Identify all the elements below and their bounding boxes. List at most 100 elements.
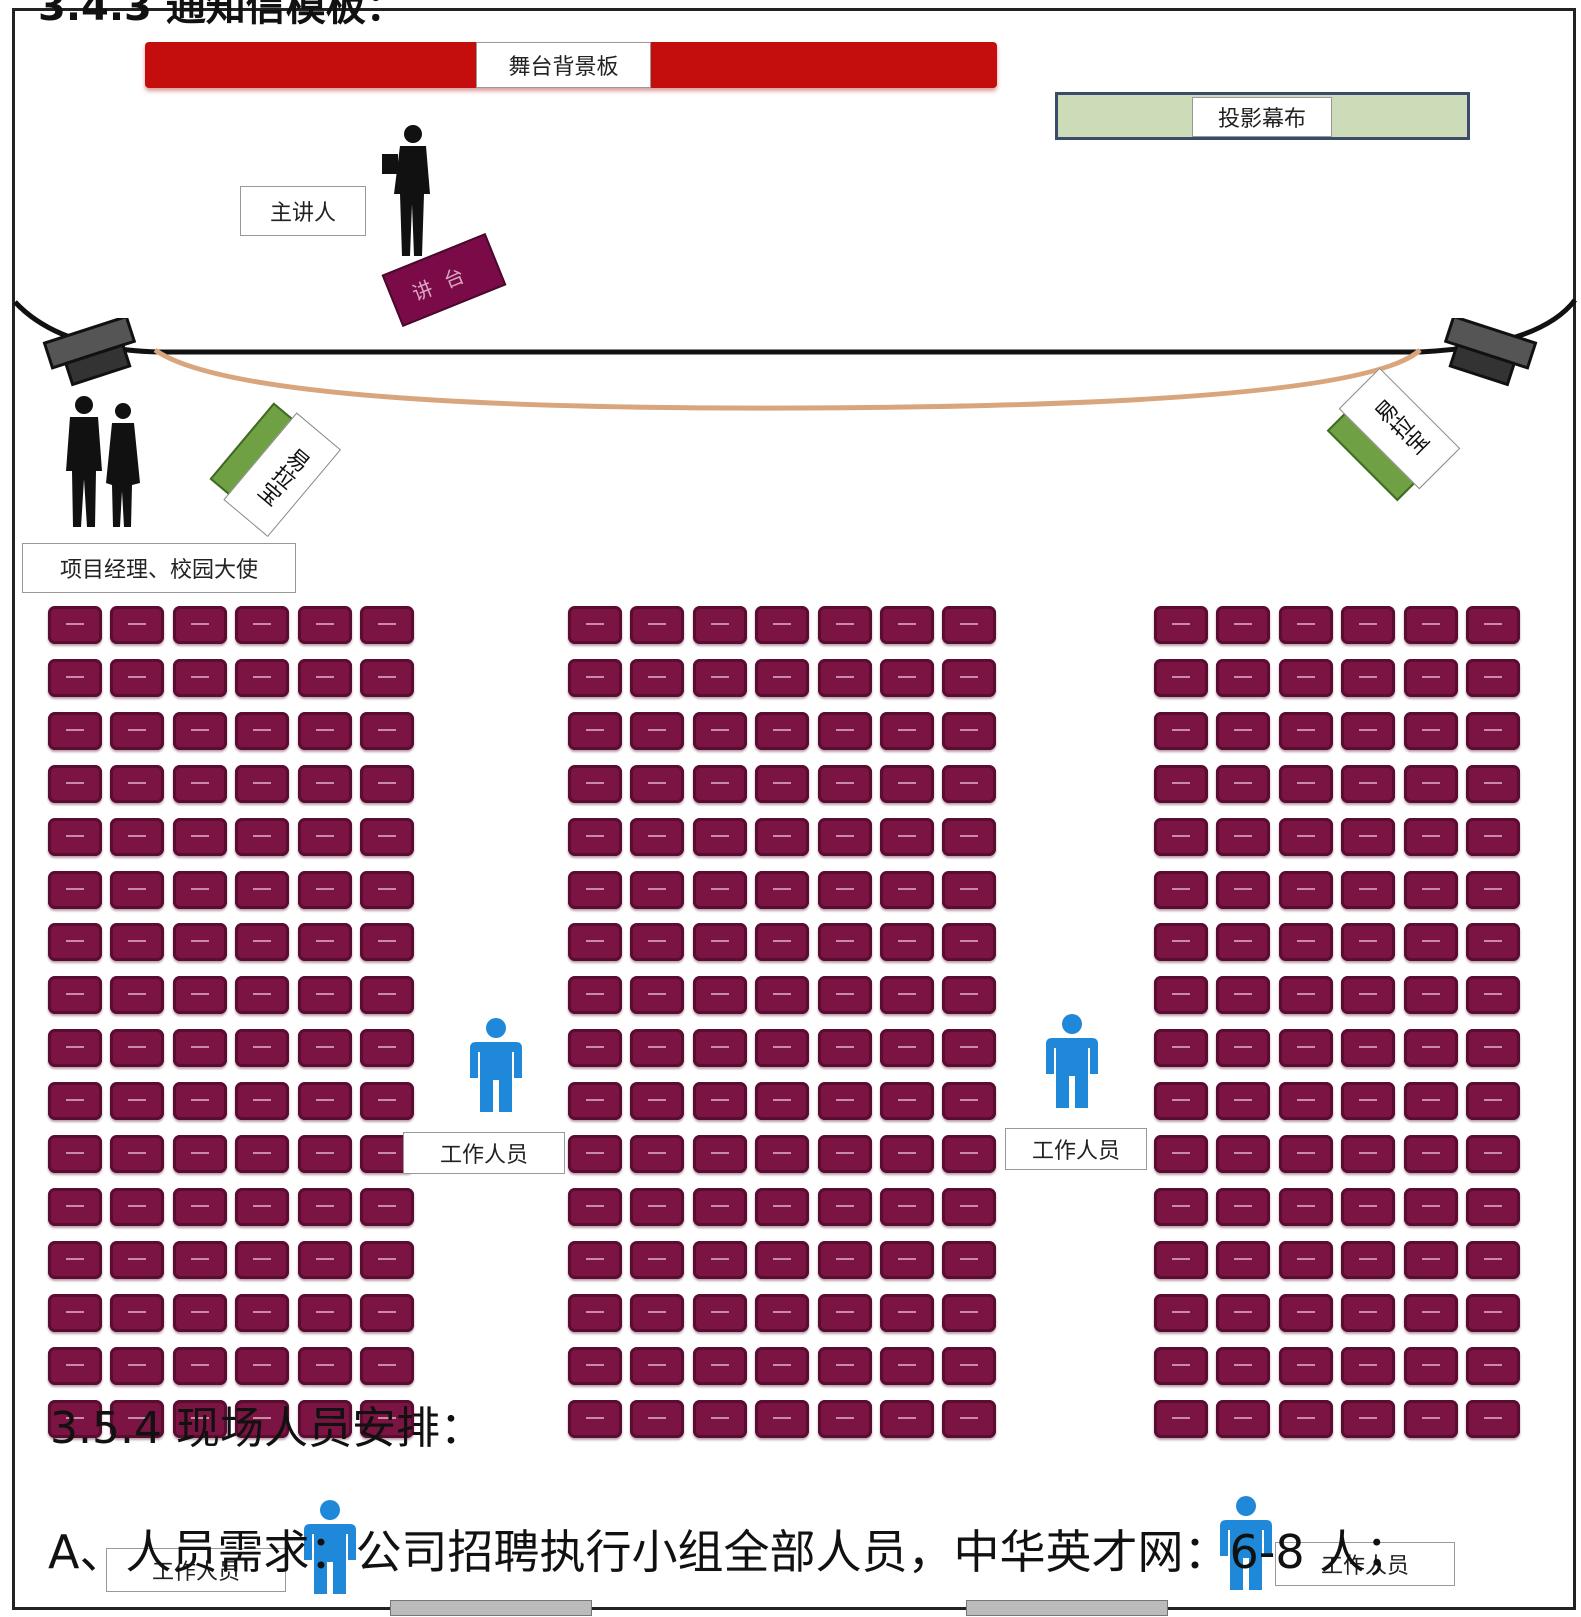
seat-right: [1341, 1241, 1395, 1279]
seat-center: [818, 976, 872, 1014]
seat-center: [568, 818, 622, 856]
seat-right: [1154, 1029, 1208, 1067]
seat-right: [1466, 1135, 1520, 1173]
seat-center: [568, 871, 622, 909]
seat-center: [755, 1029, 809, 1067]
seat-center: [693, 976, 747, 1014]
staff-label-left: 工作人员: [403, 1132, 565, 1174]
section-heading-staff: 3.5.4 现场人员安排：: [50, 1403, 484, 1454]
seat-right: [1154, 1241, 1208, 1279]
seat-right: [1154, 923, 1208, 961]
seat-center: [568, 1347, 622, 1385]
seat-left: [360, 1241, 414, 1279]
seat-center: [568, 1241, 622, 1279]
seat-right: [1279, 1135, 1333, 1173]
seat-right: [1216, 765, 1270, 803]
seat-right: [1279, 1241, 1333, 1279]
seat-left: [110, 818, 164, 856]
seat-center: [693, 1135, 747, 1173]
seat-center: [693, 659, 747, 697]
seat-center: [880, 1241, 934, 1279]
seat-left: [235, 712, 289, 750]
seat-right: [1341, 818, 1395, 856]
seat-left: [173, 606, 227, 644]
seat-center: [693, 818, 747, 856]
right-speaker-icon: [1443, 318, 1538, 387]
seat-right: [1404, 1135, 1458, 1173]
seat-right: [1279, 606, 1333, 644]
seat-right: [1404, 765, 1458, 803]
seat-left: [48, 1188, 102, 1226]
seat-left: [235, 871, 289, 909]
seat-center: [630, 818, 684, 856]
seat-center: [755, 1347, 809, 1385]
seat-left: [360, 712, 414, 750]
seat-center: [942, 1400, 996, 1438]
seat-center: [693, 1188, 747, 1226]
seat-right: [1466, 818, 1520, 856]
seat-right: [1404, 712, 1458, 750]
seat-left: [360, 1347, 414, 1385]
seat-center: [568, 606, 622, 644]
seat-right: [1154, 712, 1208, 750]
seat-center: [568, 923, 622, 961]
section-heading-template: 3.4.3 通知信模板：: [38, 0, 406, 30]
seat-left: [173, 1241, 227, 1279]
seat-center: [818, 659, 872, 697]
seat-right: [1216, 1188, 1270, 1226]
seat-right: [1154, 1294, 1208, 1332]
seat-right: [1154, 1188, 1208, 1226]
seat-right: [1279, 1188, 1333, 1226]
seat-right: [1279, 1029, 1333, 1067]
seat-right: [1279, 923, 1333, 961]
left-speaker-icon: [42, 318, 137, 387]
seat-center: [942, 1135, 996, 1173]
seat-center: [942, 765, 996, 803]
seat-left: [48, 1241, 102, 1279]
seat-right: [1216, 659, 1270, 697]
seat-left: [235, 659, 289, 697]
exit-door-right: [966, 1600, 1168, 1616]
seat-center: [630, 871, 684, 909]
seat-left: [48, 1029, 102, 1067]
seat-left: [298, 712, 352, 750]
seat-left: [235, 1347, 289, 1385]
staff-person-icon: [1220, 1496, 1272, 1590]
seat-center: [818, 765, 872, 803]
seat-center: [880, 1082, 934, 1120]
seat-center: [880, 1029, 934, 1067]
seat-right: [1404, 1029, 1458, 1067]
staff-label-right: 工作人员: [1005, 1128, 1147, 1170]
seat-left: [298, 1082, 352, 1120]
seat-right: [1404, 1188, 1458, 1226]
seat-left: [360, 659, 414, 697]
seat-center: [942, 871, 996, 909]
seat-center: [568, 712, 622, 750]
seat-left: [173, 712, 227, 750]
seat-left: [173, 818, 227, 856]
projection-screen-label: 投影幕布: [1192, 97, 1332, 137]
seat-right: [1279, 1400, 1333, 1438]
seat-right: [1404, 1400, 1458, 1438]
seat-right: [1341, 1400, 1395, 1438]
seat-right: [1404, 1347, 1458, 1385]
seat-left: [48, 976, 102, 1014]
seat-center: [942, 1029, 996, 1067]
seat-left: [110, 1029, 164, 1067]
seat-right: [1466, 1347, 1520, 1385]
seat-right: [1404, 1294, 1458, 1332]
seat-right: [1341, 1135, 1395, 1173]
seat-left: [235, 1400, 289, 1438]
seat-center: [942, 1294, 996, 1332]
seat-center: [755, 712, 809, 750]
seat-left: [360, 818, 414, 856]
seat-center: [942, 712, 996, 750]
seat-right: [1154, 1400, 1208, 1438]
seat-left: [110, 923, 164, 961]
seat-left: [173, 923, 227, 961]
seat-center: [880, 606, 934, 644]
seat-left: [298, 1029, 352, 1067]
seat-right: [1341, 765, 1395, 803]
seat-left: [110, 871, 164, 909]
